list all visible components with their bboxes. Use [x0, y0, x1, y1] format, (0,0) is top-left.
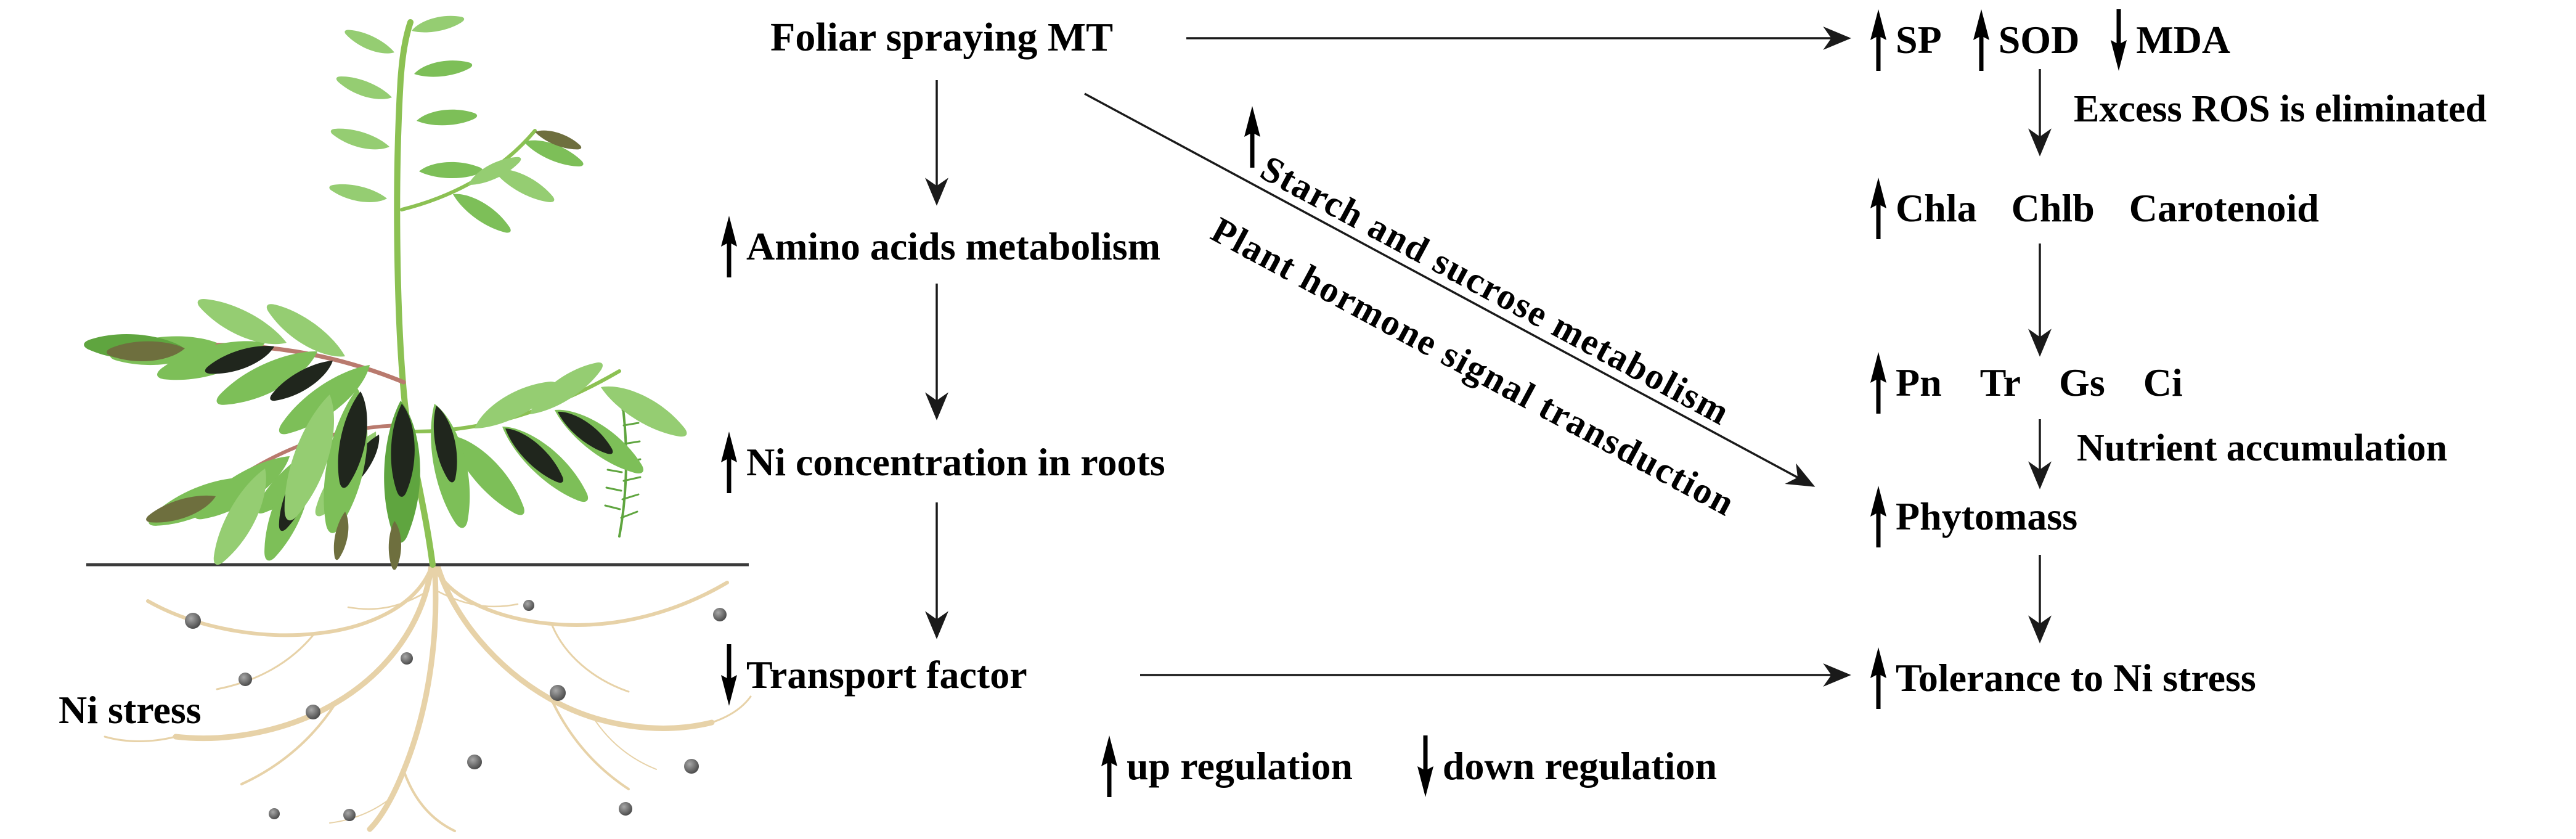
tolerance-row: Tolerance to Ni stress	[1867, 644, 2256, 712]
transport-factor-label: Transport factor	[746, 653, 1027, 697]
stress-markers-row: SP SOD MDA	[1867, 6, 2230, 74]
ni-particles	[185, 600, 727, 821]
plant-illustration	[83, 9, 752, 832]
sod-label: SOD	[1998, 18, 2080, 62]
roots	[104, 563, 752, 832]
down-regulation-arrow-icon	[1417, 735, 1433, 797]
sp-label: SP	[1896, 18, 1942, 62]
amino-acids-label: Amino acids metabolism	[746, 224, 1160, 268]
ros-note: Excess ROS is eliminated	[2074, 88, 2487, 130]
up-regulation-arrow-icon	[1870, 486, 1886, 547]
chla-label: Chla	[1896, 186, 1977, 230]
up-regulation-arrow-icon	[721, 432, 737, 493]
phytomass-label: Phytomass	[1896, 494, 2078, 538]
legend: up regulation down regulation	[1098, 732, 1717, 800]
tr-label: Tr	[1979, 361, 2021, 404]
up-regulation-arrow-icon	[1870, 647, 1886, 709]
ni-roots-row: Ni concentration in roots	[718, 428, 1165, 496]
transport-factor-row: Transport factor	[718, 641, 1027, 709]
up-regulation-arrow-icon	[1870, 9, 1886, 71]
legend-down-label: down regulation	[1442, 744, 1718, 788]
mda-label: MDA	[2136, 18, 2231, 62]
phytomass-row: Phytomass	[1867, 483, 2077, 550]
gs-label: Gs	[2059, 361, 2105, 404]
ni-stress-caption: Ni stress	[59, 688, 202, 732]
source-label: Foliar spraying MT	[770, 15, 1114, 60]
up-regulation-arrow-icon	[1870, 352, 1886, 414]
amino-acids-row: Amino acids metabolism	[718, 213, 1160, 280]
down-regulation-arrow-icon	[721, 644, 737, 706]
pn-label: Pn	[1896, 361, 1942, 404]
ni-roots-label: Ni concentration in roots	[746, 440, 1165, 484]
up-regulation-arrow-icon	[1244, 106, 1260, 168]
tolerance-label: Tolerance to Ni stress	[1896, 656, 2256, 700]
up-regulation-arrow-icon	[1973, 9, 1989, 71]
pigments-row: Chla Chlb Carotenoid	[1867, 174, 2319, 242]
legend-up-label: up regulation	[1127, 744, 1353, 788]
nutrient-note: Nutrient accumulation	[2077, 427, 2448, 469]
arrow-mt-to-phytomass-diagonal	[1084, 92, 1816, 487]
gas-exchange-row: Pn Tr Gs Ci	[1867, 349, 2183, 417]
up-regulation-arrow-icon	[721, 216, 737, 277]
down-regulation-arrow-icon	[2111, 9, 2127, 71]
chlb-label: Chlb	[2011, 186, 2095, 230]
up-regulation-arrow-icon	[1870, 178, 1886, 239]
carotenoid-label: Carotenoid	[2129, 186, 2319, 230]
up-regulation-arrow-icon	[1101, 735, 1117, 797]
ci-label: Ci	[2143, 361, 2183, 404]
